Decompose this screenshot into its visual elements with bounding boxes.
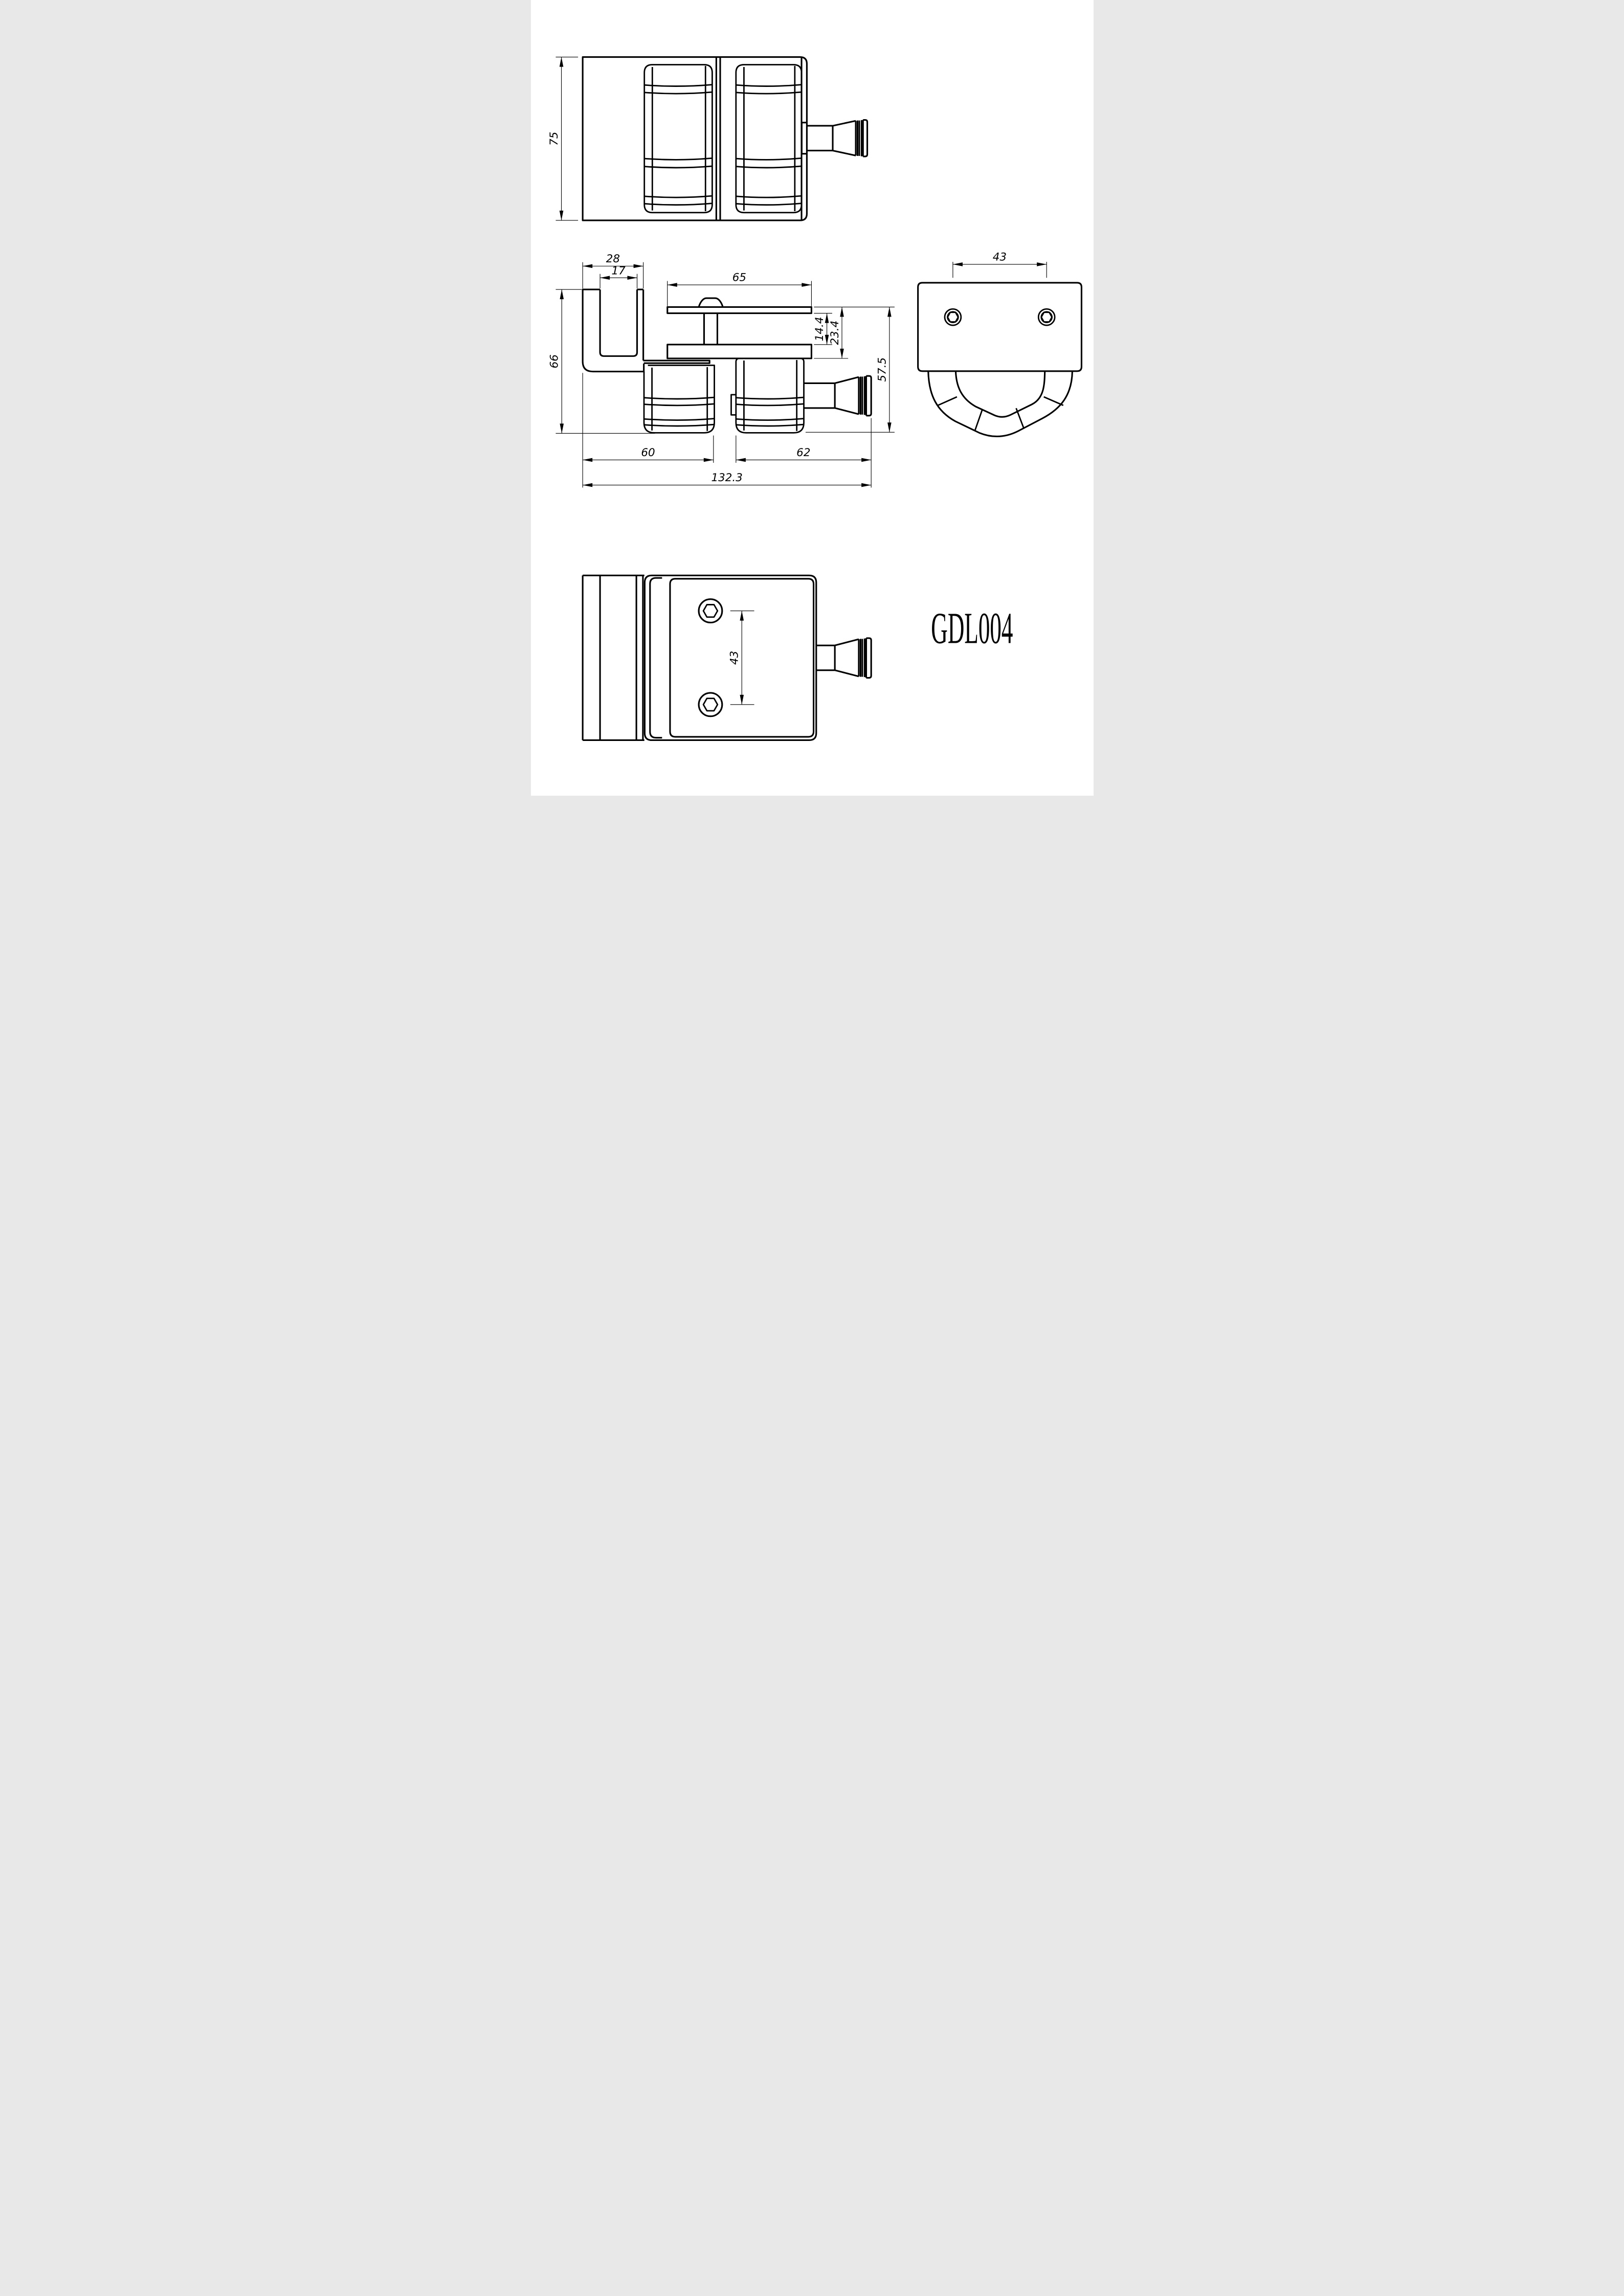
latch-grip-left [643,64,713,214]
dim-label-62: 62 [796,446,810,459]
clamp-top-plate [666,306,812,314]
clamp-lower-plate [666,344,812,359]
side-plate-outline [917,282,1082,372]
clamp-screw-head [698,297,724,307]
bracket-edge-stack [582,574,644,741]
knob-front-view [804,375,872,417]
dim-label-28: 28 [606,253,619,265]
handle-bend-lines [937,396,1063,432]
hex-socket-screw [1037,308,1056,326]
side-view: 43 [917,251,1082,438]
knob-bottom-view [816,637,872,679]
dim-label-65: 65 [732,271,746,284]
dim-label-132-3: 132.3 [711,471,742,484]
dim-label-57-5: 57.5 [876,357,888,382]
glass-clamp-plates [666,297,812,359]
technical-drawing-canvas: 75 28 17 [530,0,1094,796]
mounting-plate [669,578,814,738]
dim-label-43-bottom: 43 [728,651,741,665]
dimension-14-4: 14.4 [813,312,832,345]
dim-label-17: 17 [611,264,626,277]
bottom-view: 43 [582,574,872,741]
dimension-75: 75 [547,57,578,221]
knob-top-view [800,119,868,157]
latch-catch-tab [730,394,736,416]
dim-label-60: 60 [641,446,655,459]
top-view-plate-outline [582,56,808,221]
grip-band-lines [644,396,714,427]
grip-band-lines [736,84,801,206]
hex-socket-screw [944,308,962,326]
front-view: 28 17 65 66 14.4 23.4 [548,253,895,488]
latch-body-front [643,357,805,434]
dimension-57-5: 57.5 [805,307,895,433]
grip-band-lines [644,84,712,206]
top-view: 75 [547,56,868,221]
dimension-65: 65 [666,271,812,306]
glass-clamp-bracket [582,288,710,373]
hex-socket-screw [698,692,723,717]
drawing-sheet: 75 28 17 [530,0,1094,796]
dim-label-75: 75 [547,132,560,146]
latch-grip-right [735,64,802,214]
dimension-43-side: 43 [952,251,1047,278]
hex-socket-screw [698,598,723,623]
dimension-132-3: 132.3 [582,471,871,487]
dimension-23-4: 23.4 [813,306,895,359]
dimension-60: 60 [582,373,714,488]
dim-label-14-4: 14.4 [813,317,826,341]
latch-housing-outline [643,574,817,741]
dim-label-23-4: 23.4 [828,321,841,345]
dimension-43-bottom: 43 [728,611,754,705]
dim-label-43-side: 43 [992,251,1006,263]
grip-right-front [735,357,805,434]
dimension-17: 17 [599,264,637,289]
dim-label-66: 66 [548,354,561,368]
grip-band-lines [736,396,804,427]
d-loop-handle [927,371,1073,438]
dimension-66: 66 [548,289,655,434]
dimension-28: 28 [582,253,643,289]
part-number-label: GDL004 [931,603,1013,653]
dimension-62: 62 [735,418,872,488]
clamp-stem [703,313,718,345]
